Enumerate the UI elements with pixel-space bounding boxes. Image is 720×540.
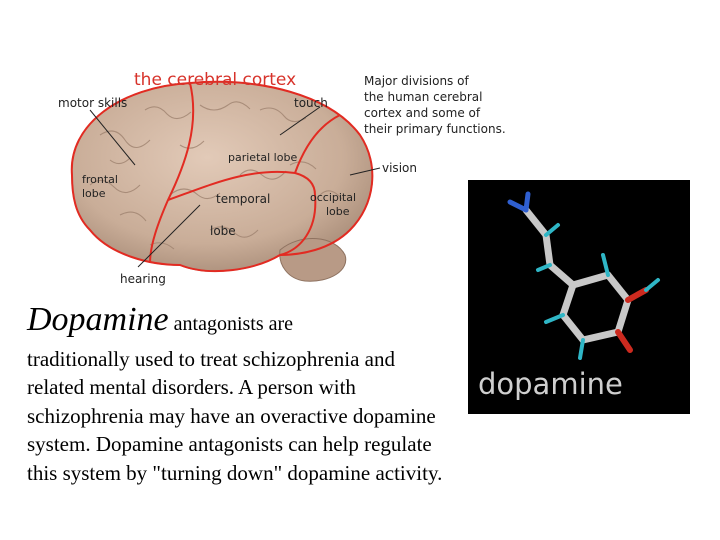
label-hearing: hearing — [120, 272, 166, 286]
caption-line-2: the human cerebral — [364, 90, 482, 104]
caption-line-1: Major divisions of — [364, 74, 469, 88]
molecule-caption: dopamine — [478, 367, 623, 401]
label-temporal-lobe: lobe — [210, 224, 236, 238]
label-touch: touch — [294, 96, 328, 110]
lobe-boundaries — [70, 80, 374, 273]
label-vision: vision — [382, 161, 417, 175]
leader-lines — [89, 106, 381, 268]
title-word: Dopamine — [27, 301, 169, 338]
brain-illustration: the cerebral cortex motor skills touch f… — [58, 70, 506, 286]
body-paragraph: traditionally used to treat schizophreni… — [27, 346, 443, 485]
first-line-rest: antagonists are — [168, 313, 294, 335]
molecule-model: dopamine — [478, 191, 660, 401]
label-occipital: occipital — [310, 191, 356, 204]
label-parietal-lobe: parietal lobe — [228, 151, 297, 164]
cerebellum-shape — [279, 238, 347, 282]
label-frontal-lobe: lobe — [82, 187, 106, 200]
molecule-bonds — [507, 191, 660, 360]
dopamine-molecule-image: dopamine — [468, 180, 690, 414]
dopamine-text-block: Dopamine antagonists are traditionally u… — [27, 303, 452, 487]
caption-line-3: cortex and some of — [364, 106, 481, 120]
caption-line-4: their primary functions. — [364, 122, 506, 136]
label-motor-skills: motor skills — [58, 96, 127, 110]
label-occipital-lobe: lobe — [326, 205, 350, 218]
brain-cortex-diagram: the cerebral cortex motor skills touch f… — [50, 55, 550, 295]
label-frontal: frontal — [82, 173, 118, 186]
label-temporal: temporal — [216, 192, 270, 206]
diagram-title: the cerebral cortex — [134, 70, 296, 90]
